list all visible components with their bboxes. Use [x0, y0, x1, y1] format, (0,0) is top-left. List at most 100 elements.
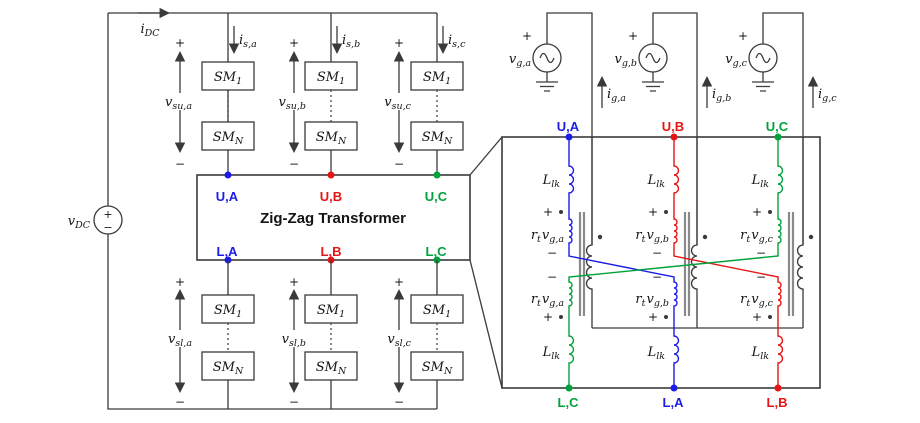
transformer-title: Zig-Zag Transformer	[260, 210, 406, 227]
llk-upper-label: Llk	[751, 173, 770, 190]
core-bars	[787, 212, 795, 316]
vdc-minus: −	[103, 221, 112, 234]
detail-ua-label: U,A	[557, 119, 580, 134]
lower-winding-plus: +	[752, 310, 762, 324]
left-dc-wire	[107, 13, 437, 410]
igc-label: ig,c	[818, 87, 837, 104]
grid-source-c: + vg,c ig,c	[725, 12, 837, 245]
upper-winding-label: rtvg,a	[531, 228, 565, 245]
sm1-label: SM1	[423, 303, 451, 320]
vsub-label: vsu,b	[279, 95, 306, 112]
lower-winding-plus: +	[648, 310, 658, 324]
iga-label: ig,a	[607, 87, 626, 104]
smN-label: SMN	[316, 360, 347, 377]
terminal-dot-ua	[224, 171, 232, 179]
terminal-lb-label: L,B	[321, 244, 342, 259]
upper-winding-plus: +	[648, 205, 658, 219]
vsub-plus: +	[289, 36, 299, 50]
label-bg	[152, 93, 194, 110]
ground-icon	[536, 72, 558, 92]
lower-winding-plus: +	[543, 310, 553, 324]
detail-lb-label: L,B	[767, 395, 788, 410]
igb-label: ig,b	[712, 87, 731, 104]
sm1-box	[410, 61, 464, 91]
grid-source-a: + vg,a ig,a	[509, 12, 626, 245]
label-bg	[371, 330, 413, 347]
vdc-plus: +	[103, 208, 112, 221]
sm1-label: SM1	[214, 70, 242, 87]
detail-outline	[501, 136, 821, 389]
polarity-dot	[559, 210, 563, 214]
upper-winding-minus: −	[547, 246, 557, 260]
grid-source-b: + vg,b ig,b	[614, 12, 731, 245]
grid-winding-coil	[796, 137, 804, 328]
lower-arm-b: SM1 SMN + vsl,b −	[266, 260, 358, 409]
polarity-dot	[768, 315, 772, 319]
vslc-minus: −	[394, 395, 404, 409]
vslc-plus: +	[394, 275, 404, 289]
vsla-label: vsl,a	[168, 332, 192, 349]
smN-box	[304, 351, 358, 381]
idc-label: iDC	[140, 22, 160, 39]
vsuc-label: vsu,c	[384, 95, 411, 112]
vgb-label: vg,b	[614, 52, 637, 69]
vsua-plus: +	[175, 36, 185, 50]
ground-icon	[752, 72, 774, 92]
wire	[546, 12, 593, 245]
lower-winding-label: rtvg,a	[531, 292, 565, 309]
phase-c-winding-path	[568, 137, 784, 388]
vsua-label: vsu,a	[165, 95, 192, 112]
vsla-minus: −	[175, 395, 185, 409]
magnifier-lines	[469, 136, 503, 389]
vsuc-plus: +	[394, 36, 404, 50]
terminal-la-label: L,A	[217, 244, 239, 259]
smN-label: SMN	[422, 130, 453, 147]
polarity-dot	[768, 210, 772, 214]
vgc-plus: +	[738, 29, 748, 43]
dc-source: + − vDC	[68, 205, 123, 235]
detail-dot-ub	[670, 133, 678, 141]
terminal-dot-ub	[327, 171, 335, 179]
polarity-dot	[559, 315, 563, 319]
smN-box	[410, 351, 464, 381]
terminal-lc-label: L,C	[426, 244, 448, 259]
polarity-dot	[808, 234, 814, 240]
llk-upper-label: Llk	[647, 173, 666, 190]
vgb-plus: +	[628, 29, 638, 43]
vdc-label: vDC	[68, 214, 91, 231]
smN-box	[201, 121, 255, 151]
lower-winding-label: rtvg,b	[635, 292, 669, 309]
sm1-label: SM1	[317, 303, 345, 320]
grid-winding-coil	[585, 137, 593, 328]
wire	[762, 12, 804, 245]
upper-winding-plus: +	[543, 205, 553, 219]
smN-label: SMN	[422, 360, 453, 377]
lower-arm-c: SM1 SMN + vsl,c −	[371, 260, 464, 409]
phase-b-winding-path	[673, 137, 784, 388]
label-bg	[152, 330, 194, 347]
vga-plus: +	[522, 29, 532, 43]
vsla-plus: +	[175, 275, 185, 289]
smN-label: SMN	[213, 130, 244, 147]
grid-winding-column-c	[787, 137, 814, 328]
detail-box: U,A Llk + rtvg,a − − rtvg,a + Llk L,C U,…	[501, 119, 821, 410]
upper-winding-minus: −	[756, 246, 766, 260]
vdc-source-circle	[93, 205, 123, 235]
wire	[652, 12, 698, 245]
vslc-label: vsl,c	[387, 332, 411, 349]
sm1-box	[410, 294, 464, 324]
polarity-dot	[664, 210, 668, 214]
vsua-minus: −	[175, 157, 185, 171]
detail-dot-lb	[774, 384, 782, 392]
lower-arm-a: SM1 SMN + vsl,a −	[152, 260, 255, 409]
terminal-ub-label: U,B	[320, 189, 342, 204]
upper-winding-label: rtvg,c	[740, 228, 774, 245]
label-bg	[266, 330, 308, 347]
detail-la-label: L,A	[663, 395, 685, 410]
smN-box	[304, 121, 358, 151]
grid-winding-coil	[690, 137, 698, 328]
sine-icon	[645, 52, 661, 64]
zoom-callout-lines	[469, 136, 503, 389]
smN-box	[410, 121, 464, 151]
